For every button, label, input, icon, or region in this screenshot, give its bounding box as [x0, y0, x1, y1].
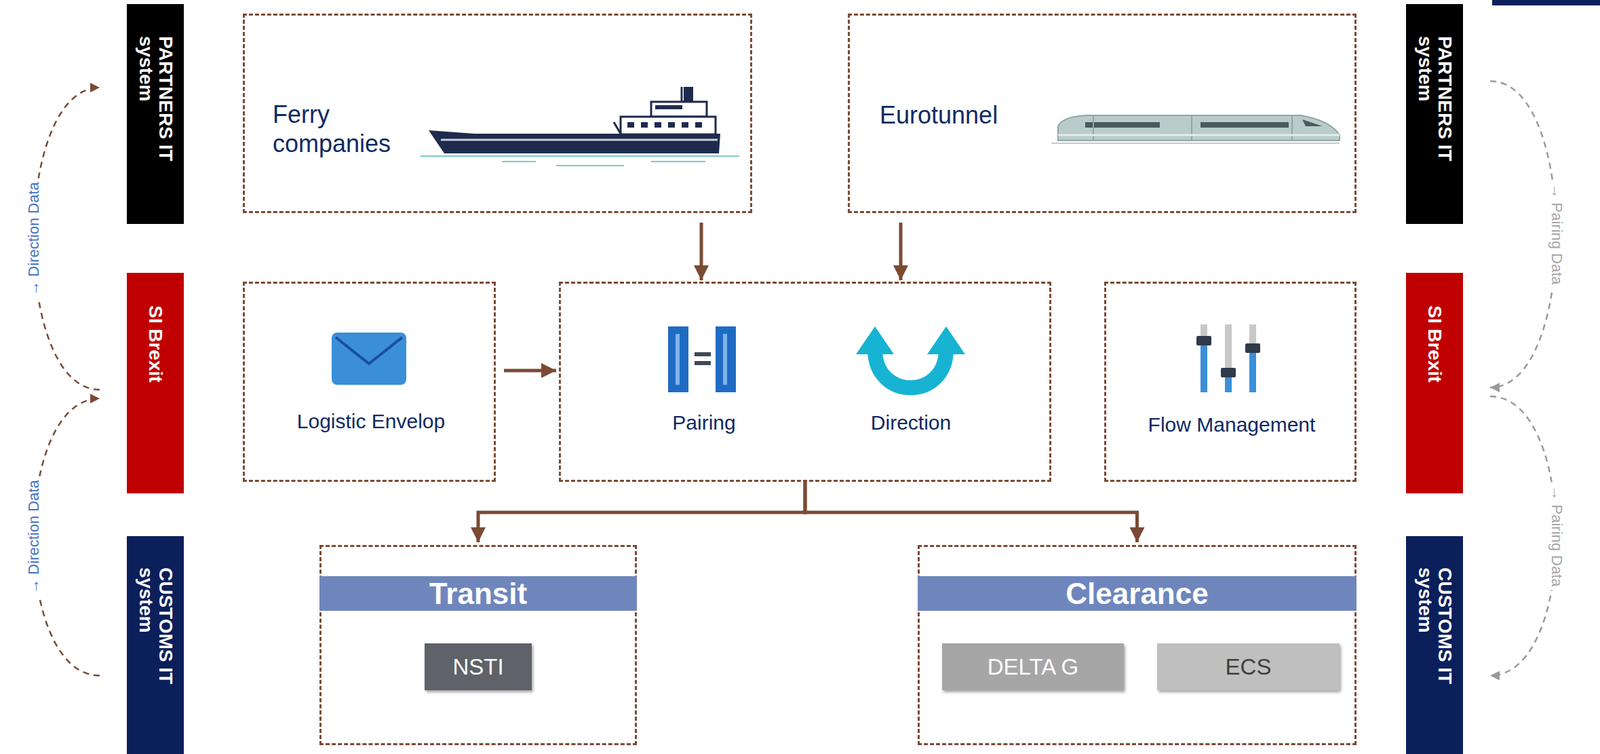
function-box: Flow Management [1104, 281, 1357, 482]
system-band: PARTNERS IT system [126, 4, 184, 224]
edge-label: → Direction Data [23, 178, 45, 300]
partner-box: Ferry companies [242, 13, 753, 213]
direction-icon [855, 326, 966, 388]
flow-arrow [805, 481, 1138, 542]
flow-arrow [699, 222, 704, 281]
band-label: PARTNERS IT system [135, 35, 175, 192]
system-box: ECS [1157, 642, 1340, 690]
system-band: SI Brexit [1406, 272, 1463, 494]
group-box: TransitNSTI [319, 544, 637, 745]
group-header: Transit [319, 575, 637, 611]
system-label: NSTI [452, 653, 504, 680]
function-box: Logistic Envelop [242, 281, 496, 482]
system-band: CUSTOMS IT system [126, 535, 184, 754]
band-label: CUSTOMS IT system [1414, 567, 1454, 724]
band-label: SI Brexit [1425, 305, 1445, 462]
train-illustration [1051, 115, 1340, 144]
edge-label: → Direction Data [23, 476, 45, 598]
band-label: SI Brexit [145, 305, 166, 462]
system-band: PARTNERS IT system [1406, 4, 1463, 224]
function-label: Logistic Envelop [297, 408, 445, 434]
sliders-icon [1196, 324, 1261, 393]
group-header: Clearance [917, 575, 1357, 611]
edge-label: → Pairing Data [1546, 180, 1567, 289]
system-label: DELTA G [987, 653, 1079, 680]
ship-illustration [420, 86, 740, 166]
function-label: Flow Management [1148, 412, 1316, 437]
envelope-icon [331, 332, 407, 385]
band-label: CUSTOMS IT system [135, 567, 175, 724]
partner-box: Eurotunnel [847, 13, 1357, 213]
function-label: Direction [870, 410, 951, 435]
flow-arrow [503, 368, 557, 373]
system-box: DELTA G [942, 642, 1124, 690]
group-box: ClearanceDELTA G ECS [917, 544, 1357, 745]
corner-bar [1492, 0, 1600, 6]
flow-arrow [899, 222, 903, 281]
pairing-icon [668, 326, 736, 393]
partner-label: Eurotunnel [879, 100, 998, 130]
function-label: Pairing [672, 410, 736, 435]
flow-arrow [478, 481, 806, 542]
edge-label: → Pairing Data [1546, 481, 1567, 590]
system-band: CUSTOMS IT system [1406, 535, 1463, 754]
system-band: SI Brexit [126, 272, 184, 494]
function-box: Pairing Direction [558, 281, 1052, 482]
system-box: NSTI [424, 642, 532, 690]
system-label: ECS [1225, 653, 1272, 680]
band-label: PARTNERS IT system [1414, 35, 1454, 192]
partner-label: Ferry companies [272, 99, 409, 159]
